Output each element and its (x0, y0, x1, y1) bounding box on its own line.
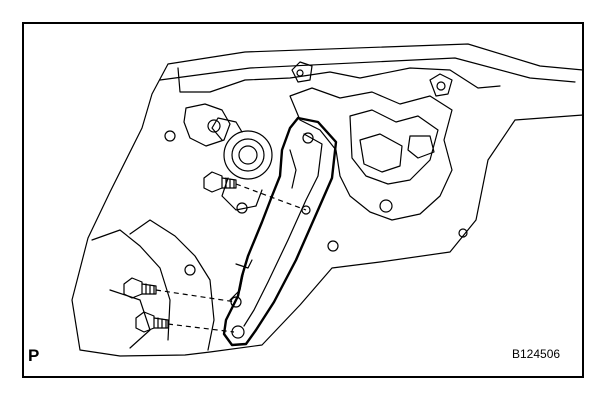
figure-code: B124506 (512, 347, 561, 361)
insertion-line-upper (235, 183, 307, 211)
bracket-plate (222, 116, 338, 347)
housing-outline (71, 43, 584, 357)
motor-boss (223, 130, 273, 180)
lower-bolt-1 (123, 277, 157, 299)
upper-bolt (203, 171, 237, 193)
insertion-line-lower-2 (167, 323, 235, 333)
insertion-line-lower-1 (155, 289, 237, 303)
lower-bolt-2 (135, 311, 169, 333)
housing-top-ridge (159, 57, 576, 83)
view-marker: P (28, 346, 40, 365)
